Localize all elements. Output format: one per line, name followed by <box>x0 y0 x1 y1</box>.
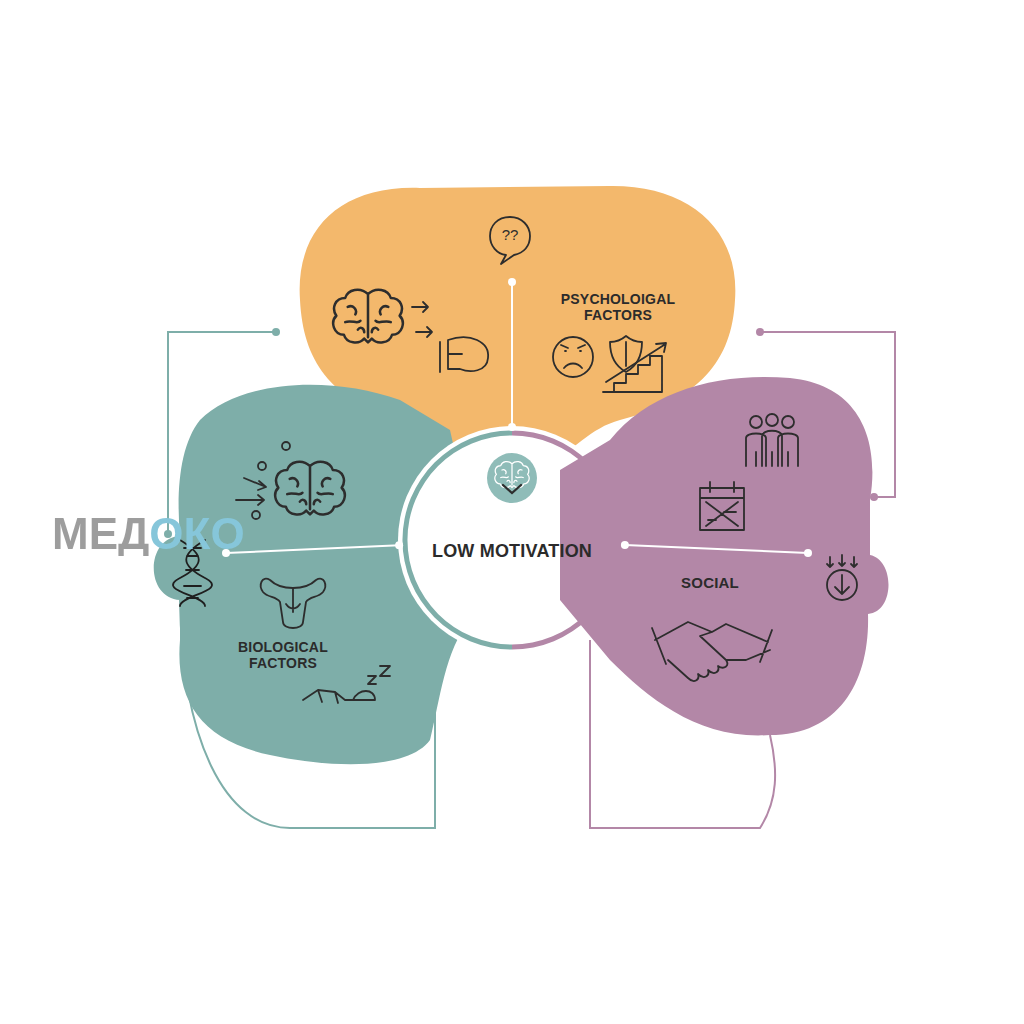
node-label: BIOLOGICAL FACTORS <box>208 639 358 671</box>
social-blob: SOCIAL <box>556 372 898 740</box>
social-blob-shape <box>556 372 898 740</box>
connector-dot <box>272 328 280 336</box>
node-label: PSYCHOLOIGAL FACTORS <box>533 291 703 323</box>
brain-icon <box>495 462 529 488</box>
bubble-text: ?? <box>502 227 519 242</box>
node-label: SOCIAL <box>640 574 780 591</box>
brain-badge <box>487 453 537 503</box>
social-blob-fill <box>560 377 889 736</box>
node-label: LOW MOTIVATION <box>427 541 597 562</box>
connector-dot <box>756 328 764 336</box>
watermark: МЕДОКО <box>52 512 245 556</box>
chevron-icon <box>503 485 521 493</box>
connector-dot <box>870 493 878 501</box>
